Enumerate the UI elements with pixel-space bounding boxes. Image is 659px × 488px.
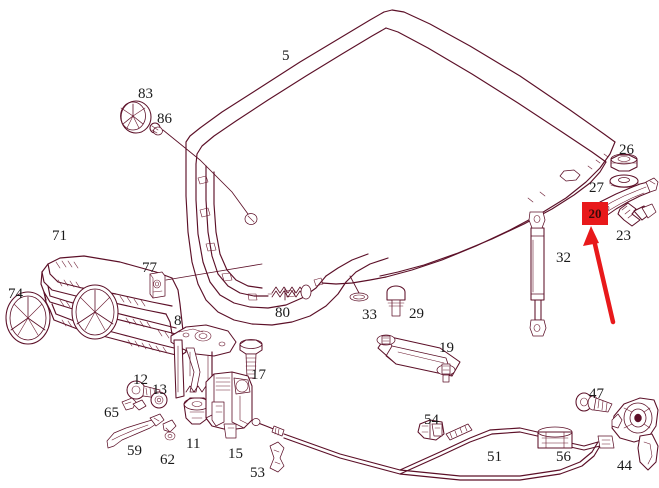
radiator-grille: [40, 255, 187, 357]
hood-panel-group: [185, 9, 616, 285]
callout-53: 53: [250, 465, 265, 481]
retainer-clip: [162, 419, 177, 441]
callout-86: 86: [157, 111, 172, 127]
callout-32: 32: [556, 250, 571, 266]
callout-83: 83: [138, 86, 153, 102]
callout-59: 59: [127, 443, 142, 459]
callout-56: 56: [556, 449, 571, 465]
callout-27: 27: [589, 180, 604, 196]
lock-carrier-bracket: [170, 324, 237, 399]
gas-strut: [528, 211, 547, 337]
rubber-buffer-stop: [386, 285, 406, 317]
washer-small: [150, 391, 168, 409]
callout-19: 19: [439, 340, 454, 356]
callout-23: 23: [616, 228, 631, 244]
washer: [609, 174, 639, 188]
callout-26: 26: [619, 142, 634, 158]
callout-47: 47: [589, 386, 604, 402]
star-emblem-hood: [120, 100, 152, 134]
release-cable: [251, 418, 615, 481]
cable-sleeve: [537, 426, 573, 449]
hood-spring: [267, 284, 312, 300]
callout-11: 11: [186, 436, 201, 452]
callout-12: 12: [133, 372, 148, 388]
highlight-arrow: [583, 226, 616, 325]
leader-86: [162, 129, 249, 215]
callout-13: 13: [152, 382, 167, 398]
cable-clip-small: [269, 441, 285, 473]
callout-62: 62: [160, 452, 175, 468]
callout-74: 74: [8, 286, 23, 302]
highlight-box-part-20: 20: [582, 202, 608, 225]
hex-bolt: [239, 339, 263, 379]
callout-65: 65: [104, 405, 119, 421]
grille-clip: [149, 271, 166, 299]
callout-5: 5: [282, 48, 290, 64]
clip-small-65: [121, 397, 147, 411]
callout-80: 80: [275, 305, 290, 321]
callout-51: 51: [487, 449, 502, 465]
latch-screw: [575, 392, 613, 413]
hook-lever: [106, 413, 165, 449]
leader-77: [165, 263, 263, 281]
callout-71: 71: [52, 228, 67, 244]
callout-54: 54: [424, 412, 439, 428]
rubber-seal-ring: [349, 275, 369, 302]
cable-clip-54: [417, 419, 445, 441]
emblem-grommet: [149, 122, 163, 136]
star-emblem-grille: [5, 291, 51, 345]
callout-33: 33: [362, 307, 377, 323]
hinge-bolt: [617, 202, 657, 227]
callout-17: 17: [251, 367, 266, 383]
callout-29: 29: [409, 306, 424, 322]
hex-nut: [610, 153, 638, 172]
callout-15: 15: [228, 446, 243, 462]
striker-bracket: [376, 334, 461, 383]
callout-8: 8: [174, 313, 182, 329]
highlight-box-label: 20: [588, 206, 602, 221]
screw-12: [126, 380, 161, 400]
hood-front-frame: [185, 149, 389, 326]
release-lever: [611, 397, 659, 471]
callout-77: 77: [142, 260, 157, 276]
hood-lock-housing: [205, 371, 253, 439]
callout-44: 44: [617, 458, 632, 474]
